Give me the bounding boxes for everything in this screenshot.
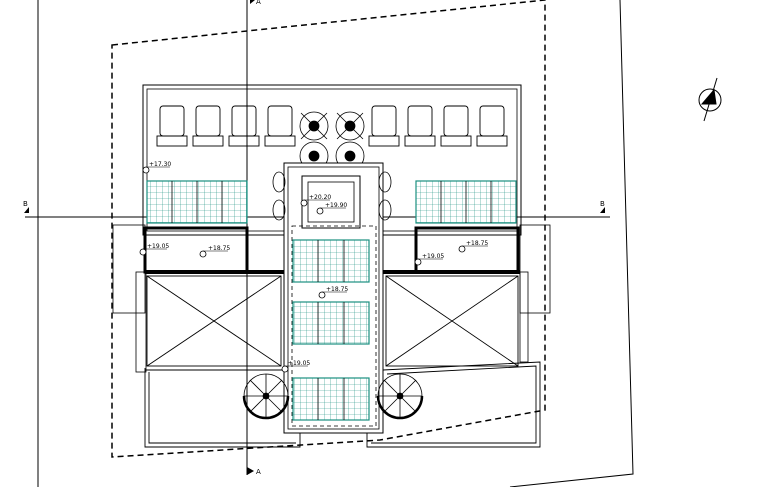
section-marker-a-bottom [247,467,254,475]
section-label-a-bottom: A [256,468,261,476]
round-tables [299,111,365,171]
sun-loungers-right [368,105,508,147]
building-footprint-dashed [111,0,546,458]
void-left [146,275,282,367]
section-label-b-right: B [600,200,605,208]
planters [272,171,392,221]
spiral-stair-left [242,373,290,420]
elevation-label: +17.30 [149,161,171,168]
north-arrow-icon [698,77,722,122]
section-marker-b-left [24,207,29,213]
plot-boundary-right [509,0,634,487]
section-label-b-left: B [23,200,28,208]
elevation-label: +20.20 [309,194,331,201]
elevation-label: +18.75 [326,286,348,293]
elevation-markers [139,166,466,373]
section-marker-b-right [600,207,605,213]
void-right [385,275,519,367]
elevation-label: +19.05 [147,243,169,250]
elevation-label: +19.05 [288,360,310,367]
elevation-label: +19.90 [325,202,347,209]
section-marker-a-top [250,0,255,4]
spiral-stair-right [376,373,424,420]
elevation-label: +18.75 [466,240,488,247]
sun-loungers-left [156,105,296,147]
core-dashed-area [291,225,377,427]
elevation-label: +19.05 [422,253,444,260]
section-label-a-top: A [256,0,261,6]
elevation-label: +18.75 [208,245,230,252]
